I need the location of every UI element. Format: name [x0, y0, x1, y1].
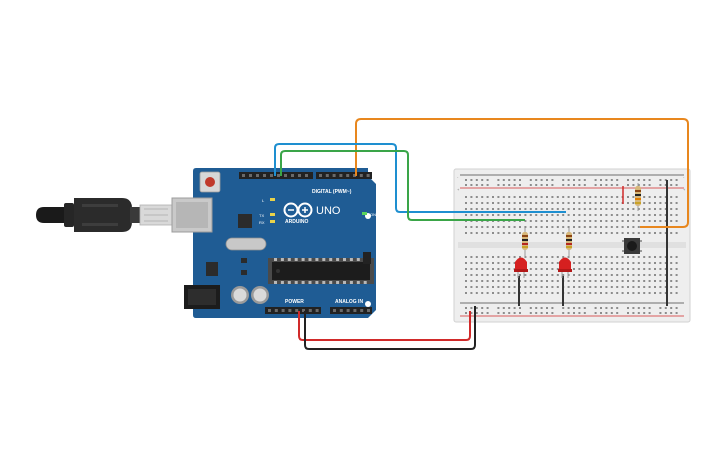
digital-header-label: DIGITAL (PWM~): [312, 189, 352, 195]
resistor-1[interactable]: [522, 228, 528, 258]
mounting-hole: [365, 301, 371, 307]
digital-pin-holes: [242, 174, 370, 177]
led-1[interactable]: [514, 257, 528, 279]
power-header: [265, 307, 321, 314]
capacitor: [231, 286, 249, 304]
label-rx: RX: [259, 220, 265, 225]
led-on-indicator: [362, 212, 367, 215]
bottom-pin-holes: [268, 309, 370, 312]
chip-pins: [274, 281, 367, 284]
analog-label: ANALOG IN: [335, 299, 363, 305]
wire-black-gnd[interactable]: [304, 306, 476, 350]
chip-pins: [274, 258, 367, 261]
wire-green-pin12-led[interactable]: [280, 150, 525, 221]
voltage-regulator: [206, 262, 218, 276]
rail-minus-label: -: [457, 174, 459, 179]
atmega328p-chip: [268, 258, 374, 284]
label-l: L: [262, 198, 265, 203]
pushbutton[interactable]: [622, 238, 642, 254]
reset-button[interactable]: [199, 171, 221, 193]
led-2[interactable]: [558, 257, 572, 279]
label-on: ON: [370, 212, 376, 217]
capacitor: [251, 286, 269, 304]
led-l-indicator: [270, 198, 275, 201]
wire-blue-pin13-led[interactable]: [274, 143, 566, 213]
arduino-logo-icon: [283, 202, 313, 218]
model-label: UNO: [316, 205, 341, 217]
usb-controller-chip: [238, 214, 252, 228]
dc-power-jack: [184, 285, 220, 309]
icsp-header: [363, 252, 371, 264]
crystal-oscillator: [225, 237, 267, 251]
digital-header-right: [316, 172, 372, 179]
rail-minus-label: -: [683, 174, 685, 179]
label-tx: TX: [259, 213, 264, 218]
wire-red-5v[interactable]: [298, 311, 471, 341]
brand-label: ARDUINO: [285, 219, 308, 225]
wire-orange-pin2-button[interactable]: [355, 118, 689, 228]
arduino-uno-board[interactable]: L TX RX ON DIGITAL (PWM~) UNO ARDUINO PO…: [171, 168, 376, 318]
led-rx-indicator: [270, 220, 275, 223]
resistor-2[interactable]: [566, 228, 572, 258]
rail-plus-label: +: [683, 187, 686, 192]
rail-plus-label: +: [457, 187, 460, 192]
analog-header: [330, 307, 372, 314]
led-tx-indicator: [270, 213, 275, 216]
power-label: POWER: [285, 299, 304, 305]
resistor-3[interactable]: [635, 183, 641, 211]
usb-cable[interactable]: [36, 198, 173, 232]
breadboard[interactable]: + - + -: [453, 168, 691, 323]
